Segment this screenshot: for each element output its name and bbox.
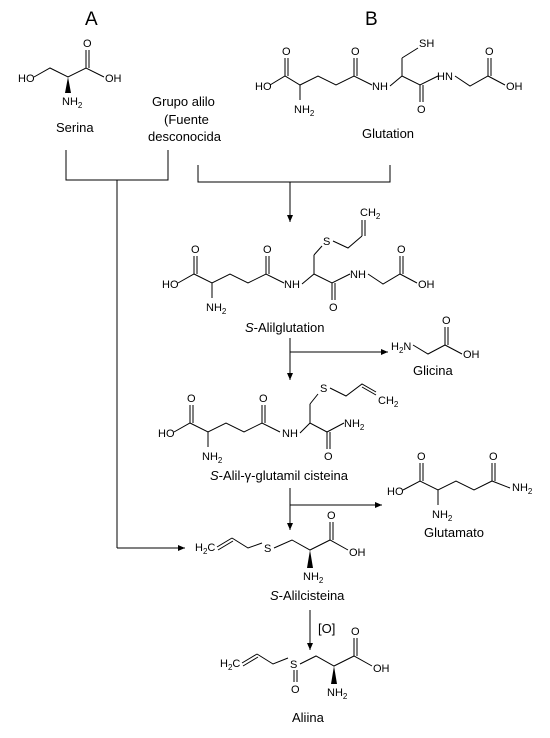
- svg-text:HO: HO: [162, 279, 179, 291]
- svg-text:H2C: H2C: [220, 658, 240, 672]
- svg-text:NH2: NH2: [344, 418, 365, 432]
- svg-text:CH2: CH2: [378, 395, 399, 409]
- pathway-connectors: [65, 150, 391, 650]
- svg-text:NH2: NH2: [432, 509, 453, 523]
- atom-o: O: [83, 38, 92, 50]
- svg-text:O: O: [442, 315, 451, 327]
- svg-text:O: O: [489, 451, 498, 463]
- svg-text:OH: OH: [418, 279, 435, 291]
- svg-text:NH2: NH2: [303, 571, 324, 585]
- glutation-structure: HO O NH2 O NH SH O HN O OH Glutation: [255, 38, 523, 141]
- glutation-label: Glutation: [362, 126, 414, 141]
- allyl-line-2: (Fuente: [164, 112, 209, 127]
- svg-text:O: O: [417, 451, 426, 463]
- svg-text:S: S: [290, 659, 297, 671]
- oxidation-label: [O]: [318, 621, 335, 636]
- aliina-structure: H2C S O O OH NH2 Aliina: [220, 626, 390, 725]
- svg-text:S: S: [264, 543, 271, 555]
- svg-text:O: O: [351, 626, 360, 638]
- atom-ho: HO: [18, 73, 35, 85]
- svg-text:O: O: [259, 393, 268, 405]
- serina-structure: HO O OH NH2 Serina: [18, 38, 122, 135]
- svg-text:NH: NH: [282, 428, 298, 440]
- s-alilglutation-label: S-Alilglutation: [245, 320, 325, 335]
- svg-text:OH: OH: [463, 349, 480, 361]
- glutamato-label: Glutamato: [424, 525, 484, 540]
- svg-text:O: O: [324, 451, 333, 463]
- svg-text:NH2: NH2: [202, 451, 223, 465]
- aliina-label: Aliina: [292, 710, 325, 725]
- svg-text:O: O: [187, 393, 196, 405]
- svg-text:NH2: NH2: [206, 302, 227, 316]
- allyl-source-label: Grupo alilo (Fuente desconocida: [148, 94, 222, 144]
- svg-text:HO: HO: [158, 428, 175, 440]
- allyl-line-3: desconocida: [148, 129, 222, 144]
- glutamato-structure: HO O NH2 O NH2 Glutamato: [387, 451, 533, 540]
- svg-text:O: O: [191, 244, 200, 256]
- allyl-line-1: Grupo alilo: [152, 94, 215, 109]
- glicina-label: Glicina: [413, 363, 454, 378]
- s-alil-gamma-glutamil-cisteina-label: S-Alil-γ-glutamil cisteina: [210, 468, 349, 483]
- header-a: A: [85, 9, 98, 30]
- svg-text:O: O: [263, 244, 272, 256]
- svg-text:S: S: [323, 236, 330, 248]
- svg-text:HN: HN: [437, 71, 453, 83]
- svg-text:NH2: NH2: [327, 687, 348, 701]
- svg-text:O: O: [291, 684, 300, 696]
- svg-text:O: O: [417, 104, 426, 116]
- svg-text:H2C: H2C: [195, 542, 215, 556]
- atom-oh: OH: [105, 73, 122, 85]
- s-alilcisteina-label: S-Alilcisteina: [270, 588, 345, 603]
- svg-text:OH: OH: [349, 547, 366, 559]
- svg-text:NH: NH: [372, 81, 388, 93]
- s-alilglutation-structure: HO O NH2 O NH S CH2 O NH O OH S-Alilglut…: [162, 207, 435, 335]
- svg-text:H2N: H2N: [391, 341, 411, 355]
- s-alil-gamma-glutamil-cisteina-structure: HO O NH2 O NH S CH2 O NH2 S-Alil-γ-gluta…: [158, 383, 399, 483]
- svg-text:HO: HO: [255, 81, 272, 93]
- svg-text:NH2: NH2: [512, 482, 533, 496]
- svg-text:O: O: [485, 46, 494, 58]
- svg-text:NH: NH: [284, 279, 300, 291]
- header-b: B: [365, 9, 378, 30]
- glicina-structure: H2N O OH Glicina: [391, 315, 480, 378]
- svg-text:O: O: [397, 244, 406, 256]
- s-alilcisteina-structure: H2C S O OH NH2 S-Alilcisteina: [195, 510, 366, 603]
- svg-text:OH: OH: [373, 663, 390, 675]
- svg-text:O: O: [351, 46, 360, 58]
- svg-text:CH2: CH2: [360, 207, 381, 221]
- svg-text:HO: HO: [387, 486, 404, 498]
- svg-text:S: S: [320, 383, 327, 395]
- svg-text:SH: SH: [419, 38, 434, 50]
- svg-text:NH: NH: [350, 269, 366, 281]
- svg-text:O: O: [329, 302, 338, 314]
- serina-label: Serina: [56, 120, 94, 135]
- svg-text:NH2: NH2: [294, 104, 315, 118]
- atom-nh2: NH2: [62, 96, 83, 110]
- svg-text:O: O: [327, 510, 336, 522]
- svg-text:O: O: [282, 46, 291, 58]
- svg-text:OH: OH: [506, 81, 523, 93]
